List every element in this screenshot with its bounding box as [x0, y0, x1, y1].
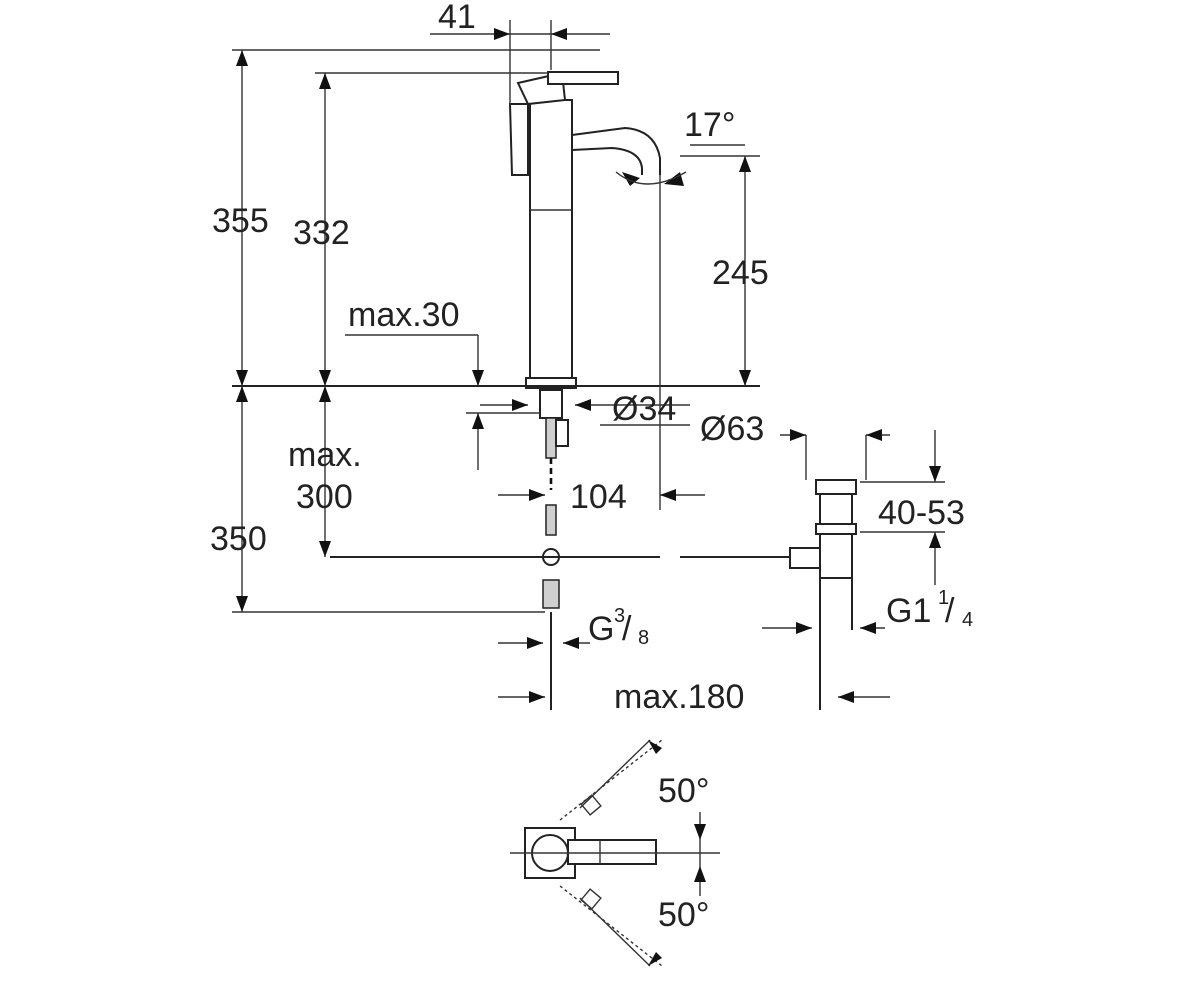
label-spout-height: 245 [712, 254, 769, 292]
label-lever-angle-upper: 50° [658, 772, 709, 810]
label-supply-thread: G [588, 610, 614, 648]
label-supply-thread-den: 8 [638, 627, 649, 649]
svg-text:/: / [622, 610, 632, 648]
dimension-lines [232, 20, 945, 698]
dimension-labels: 41 17° 355 332 245 max.30 Ø34 Ø63 max. 3… [210, 0, 973, 934]
top-view [510, 739, 720, 967]
label-supply-thread-num: 3 [614, 605, 625, 627]
label-deck-thickness: max.30 [348, 296, 460, 334]
label-below-deck-max: max. [288, 436, 362, 474]
label-waste-range: 40-53 [878, 494, 965, 532]
label-spout-angle: 17° [684, 106, 735, 144]
label-total-height: 355 [212, 202, 269, 240]
dimension-arrows [236, 28, 941, 703]
label-base-diameter: Ø34 [612, 390, 676, 428]
label-waste-thread-den: 4 [962, 609, 973, 631]
label-waste-thread-num: 1 [938, 587, 949, 609]
label-hose-length: 350 [210, 520, 267, 558]
mounting-assembly [539, 389, 569, 710]
label-rod-max: max.180 [614, 678, 744, 716]
pop-up-waste [789, 479, 857, 710]
label-handle-height: 332 [293, 214, 350, 252]
label-spout-reach: 104 [570, 478, 627, 516]
svg-text:/: / [945, 592, 955, 630]
label-lever-angle-lower: 50° [658, 896, 709, 934]
faucet-body [508, 71, 661, 389]
label-below-deck-value: 300 [296, 478, 353, 516]
label-waste-diameter: Ø63 [700, 410, 764, 448]
label-waste-thread: G1 [886, 592, 931, 630]
label-top-offset: 41 [438, 0, 476, 36]
spout-angle-arc [615, 171, 687, 185]
